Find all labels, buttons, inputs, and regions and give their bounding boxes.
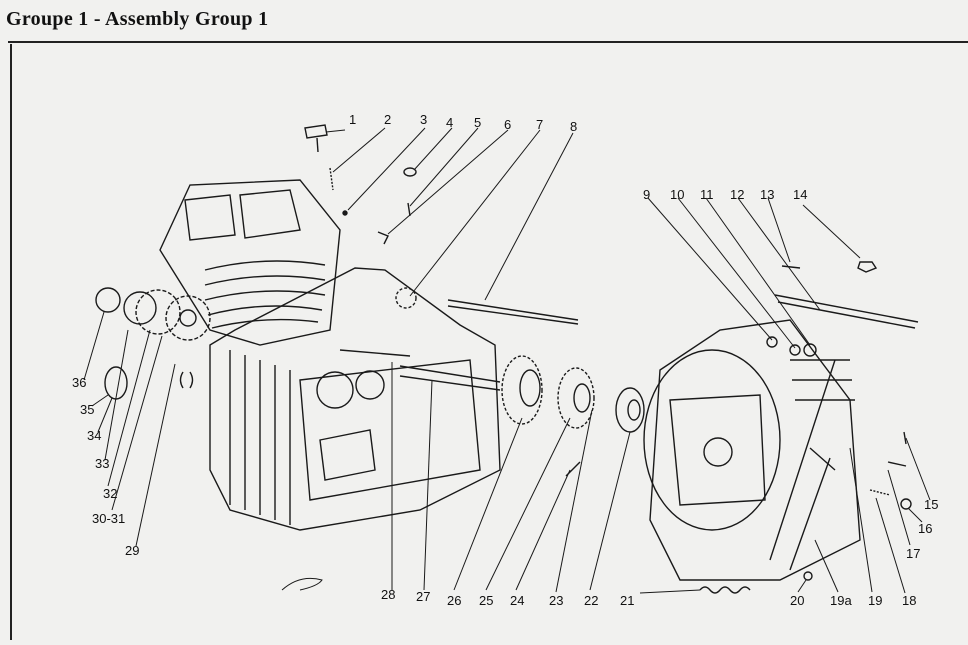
callout-6: 6: [504, 117, 512, 132]
callout-24: 24: [510, 593, 525, 608]
shafts: [339, 299, 579, 391]
callout-4: 4: [446, 115, 454, 130]
levers: [769, 294, 919, 571]
callout-11: 11: [700, 187, 714, 202]
callout-25: 25: [479, 593, 494, 608]
page-title: Groupe 1 - Assembly Group 1: [6, 8, 269, 30]
callout-20: 20: [790, 593, 805, 608]
callout-17: 17: [906, 546, 921, 561]
small-parts: [304, 124, 912, 594]
callout-26: 26: [447, 593, 462, 608]
title-underline: [8, 41, 968, 43]
leader-lines: [83, 127, 931, 594]
gear-25: [557, 367, 595, 429]
callout-29: 29: [125, 543, 140, 558]
cylinder-head: [159, 179, 341, 346]
callout-35: 35: [80, 402, 95, 417]
callout-5: 5: [474, 115, 482, 130]
callout-1: 1: [349, 112, 357, 127]
callout-15: 15: [924, 497, 939, 512]
callout-9: 9: [643, 187, 651, 202]
diagram-frame: [10, 44, 960, 640]
callout-28: 28: [381, 587, 396, 602]
callout-2: 2: [384, 112, 392, 127]
callout-3: 3: [420, 112, 428, 127]
stray-marks: [281, 577, 323, 591]
callout-13: 13: [760, 187, 775, 202]
callout-30-31: 30-31: [92, 511, 126, 526]
callout-21: 21: [620, 593, 635, 608]
callout-23: 23: [549, 593, 564, 608]
callout-33: 33: [95, 456, 110, 471]
side-cover: [643, 319, 861, 581]
callout-32: 32: [103, 486, 118, 501]
callout-10: 10: [670, 187, 685, 202]
callout-19: 19: [868, 593, 883, 608]
callout-27: 27: [416, 589, 431, 604]
callout-34: 34: [87, 428, 102, 443]
callout-18: 18: [902, 593, 917, 608]
callout-19a: 19a: [830, 593, 852, 608]
callout-16: 16: [918, 521, 933, 536]
callout-22: 22: [584, 593, 599, 608]
callout-7: 7: [536, 117, 544, 132]
callout-8: 8: [570, 119, 578, 134]
gear-22: [615, 387, 645, 433]
sprocket-group-left: [95, 287, 211, 400]
gear-26: [501, 355, 543, 425]
callout-14: 14: [793, 187, 808, 202]
callout-12: 12: [730, 187, 745, 202]
callout-36: 36: [72, 375, 87, 390]
